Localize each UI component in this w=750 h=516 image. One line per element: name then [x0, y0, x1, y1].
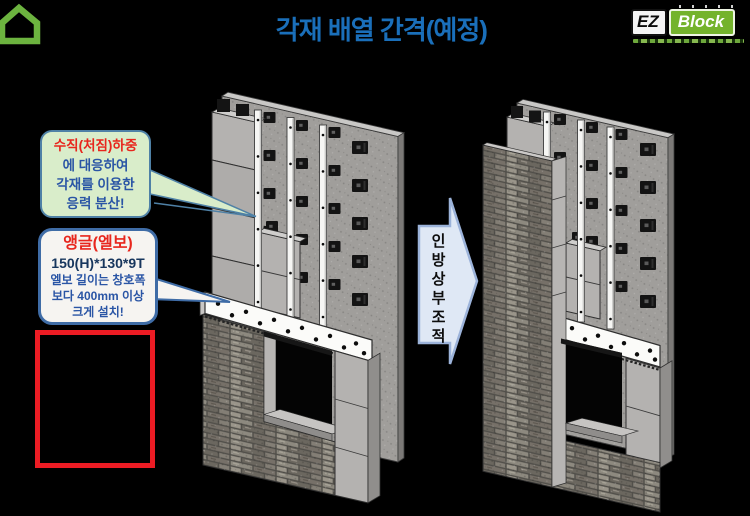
left-wall-render [199, 91, 406, 504]
ez-block-logo: EZ Block [631, 5, 747, 43]
flow-arrow-label: 인방상부조적 [429, 233, 446, 347]
angle-elbow-callout: 앵글(엘보) 150(H)*130*9T 엘보 길이는 창호폭 보다 400mm… [38, 228, 158, 325]
load-distribution-callout: 수직(처짐)하중 에 대응하여 각재를 이용한 응력 분산! [40, 130, 151, 218]
empty-highlight-frame [35, 330, 155, 468]
callout-line: 에 대응하여 [62, 157, 129, 173]
callout-line: 응력 분산! [66, 195, 125, 211]
concrete-side-face [397, 131, 405, 463]
callout-line: 엘보 길이는 창호폭 [50, 273, 146, 287]
flow-arrow [417, 197, 479, 365]
brick-top-face [482, 142, 557, 162]
callout-line: 수직(처짐)하중 [53, 137, 138, 153]
logo-block-badge: Block [668, 9, 736, 36]
window-opening [561, 338, 640, 444]
callout-line: 각재를 이용한 [56, 176, 135, 192]
callout-line: 보다 400mm 이상 [51, 289, 145, 303]
logo-tick-marks [679, 5, 741, 8]
logo-ez-badge: EZ [631, 9, 667, 36]
callout-line: 앵글(엘보) [63, 235, 133, 252]
callout-line: 150(H)*130*9T [51, 255, 145, 271]
page-title: 각재 배열 간격(예정) [275, 15, 488, 45]
house-icon [0, 3, 41, 45]
window-opening [262, 331, 350, 442]
brick-side-face [551, 156, 567, 488]
logo-tagline [633, 39, 744, 43]
right-jamb-blocks [334, 350, 381, 504]
right-wall-render [482, 98, 676, 513]
right-jamb-blocks [625, 357, 673, 469]
callout-line: 크게 설치! [72, 305, 124, 319]
